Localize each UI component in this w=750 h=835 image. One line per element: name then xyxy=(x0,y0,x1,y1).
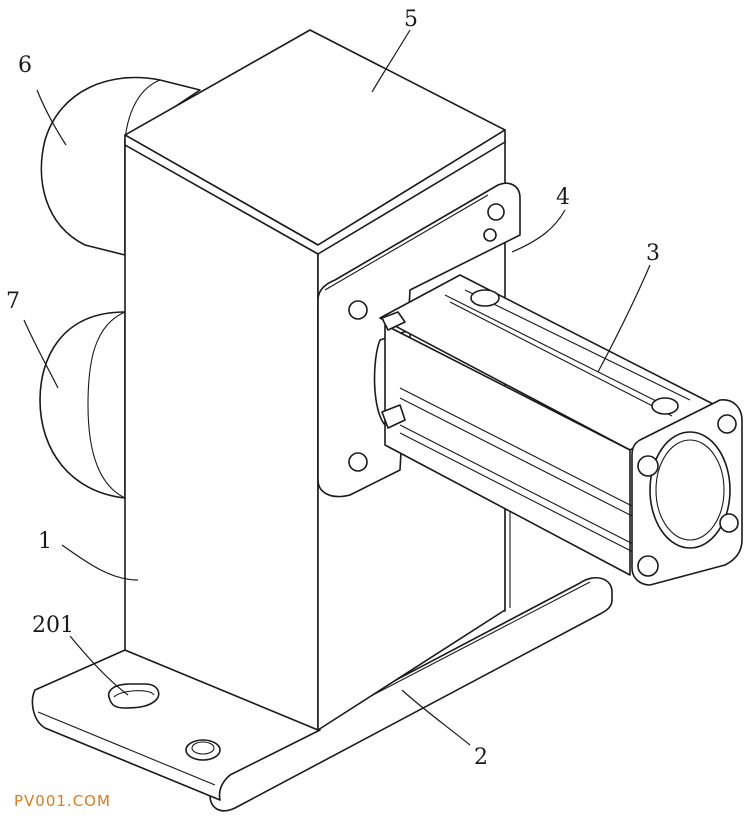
leader-5 xyxy=(371,29,411,93)
part-3-cylinder xyxy=(373,274,743,586)
part-7-lower-motor xyxy=(39,311,126,499)
label-1: 1 xyxy=(38,529,52,554)
label-5: 5 xyxy=(404,7,418,32)
label-7: 7 xyxy=(6,289,20,314)
part-5-top-cover xyxy=(124,29,506,255)
leader-2 xyxy=(401,689,471,746)
part-4-flange xyxy=(317,182,521,498)
part-6-upper-motor xyxy=(40,76,201,256)
label-4: 4 xyxy=(556,185,570,210)
label-2: 2 xyxy=(474,745,488,770)
part-2-base-bracket xyxy=(31,576,613,812)
label-6: 6 xyxy=(18,53,32,78)
leader-6 xyxy=(36,89,67,146)
leader-3 xyxy=(597,264,651,373)
leader-1 xyxy=(61,544,139,581)
watermark: PV001.COM xyxy=(14,792,111,810)
label-3: 3 xyxy=(646,241,660,266)
leader-lines xyxy=(23,29,651,746)
leader-201 xyxy=(69,635,129,696)
leader-4 xyxy=(511,209,566,253)
leader-7 xyxy=(23,319,59,389)
label-201: 201 xyxy=(32,613,74,638)
